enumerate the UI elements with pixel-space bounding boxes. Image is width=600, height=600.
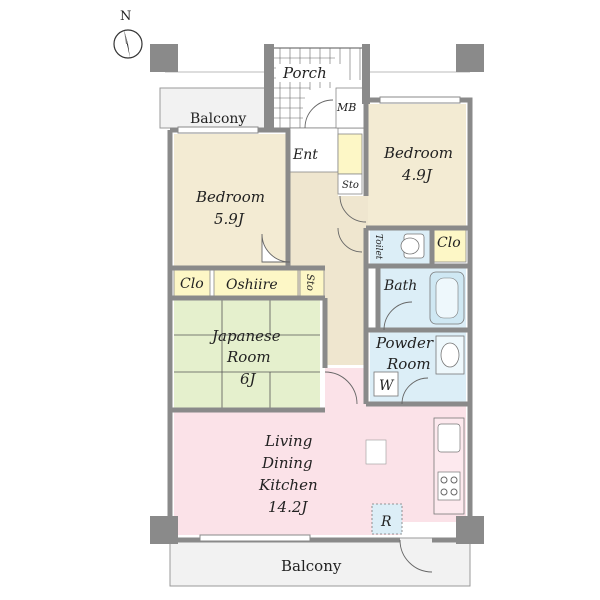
tatami-lines (174, 300, 320, 408)
compass: N (113, 9, 143, 59)
shoe-closet (337, 133, 363, 175)
living-dining-kitchen (174, 368, 466, 535)
north-label: N (120, 9, 131, 24)
washer-space (373, 371, 399, 397)
pillar-sw (150, 516, 178, 544)
closet-west-label: Clo (180, 276, 204, 292)
balcony-south-label: Balcony (281, 557, 342, 575)
toilet-label: Toilet (373, 234, 383, 260)
south-balcony (169, 537, 471, 587)
pillar-se (456, 516, 484, 544)
closet-east-label: Clo (437, 235, 461, 251)
powder-room-name1: Powder (375, 334, 434, 352)
japanese-room-name1: Japanese (209, 327, 281, 345)
bath-label: Bath (383, 278, 417, 294)
doors (261, 99, 433, 573)
closet-east (431, 227, 467, 263)
pillar-ne (456, 44, 484, 72)
refrigerator-space (371, 503, 403, 535)
ldk-size: 14.2J (268, 498, 308, 516)
windows (177, 96, 461, 542)
bedroom-west (174, 134, 288, 266)
bedroom-west-size: 5.9J (214, 210, 245, 228)
hallway (290, 172, 368, 365)
storage-entrance-label: Sto (342, 180, 359, 191)
storage-hall-label: Sto (304, 274, 315, 291)
north-balcony (159, 87, 269, 129)
mb-label: MB (336, 101, 356, 114)
storage-entrance (337, 173, 363, 195)
bedroom-east-size: 4.9J (401, 166, 433, 184)
bedroom-east-name: Bedroom (383, 144, 453, 162)
porch-label: Porch (282, 64, 327, 82)
refrigerator-label: R (380, 514, 392, 530)
compass-ring (113, 29, 143, 59)
japanese-room-size: 6J (240, 370, 257, 388)
stove-icon (437, 471, 461, 501)
ldk-line1: Living (264, 432, 312, 450)
kitchen-sink-icon (437, 423, 461, 453)
pillar (365, 439, 387, 465)
japanese-room (174, 300, 320, 408)
washer-label: W (379, 378, 395, 394)
entrance-label: Ent (292, 147, 318, 163)
meter-box (335, 87, 365, 129)
oshiire-label: Oshiire (226, 277, 278, 293)
pillar-nw (150, 44, 178, 72)
ldk-line2: Dining (261, 454, 313, 472)
bedroom-west-name: Bedroom (195, 188, 265, 206)
ldk-line3: Kitchen (258, 476, 318, 494)
storage-hall (299, 267, 325, 299)
bedroom-east (368, 104, 466, 226)
powder-room-name2: Room (386, 355, 431, 373)
oshiire (213, 269, 299, 297)
japanese-room-name2: Room (226, 348, 271, 366)
balcony-north-label: Balcony (190, 111, 246, 127)
